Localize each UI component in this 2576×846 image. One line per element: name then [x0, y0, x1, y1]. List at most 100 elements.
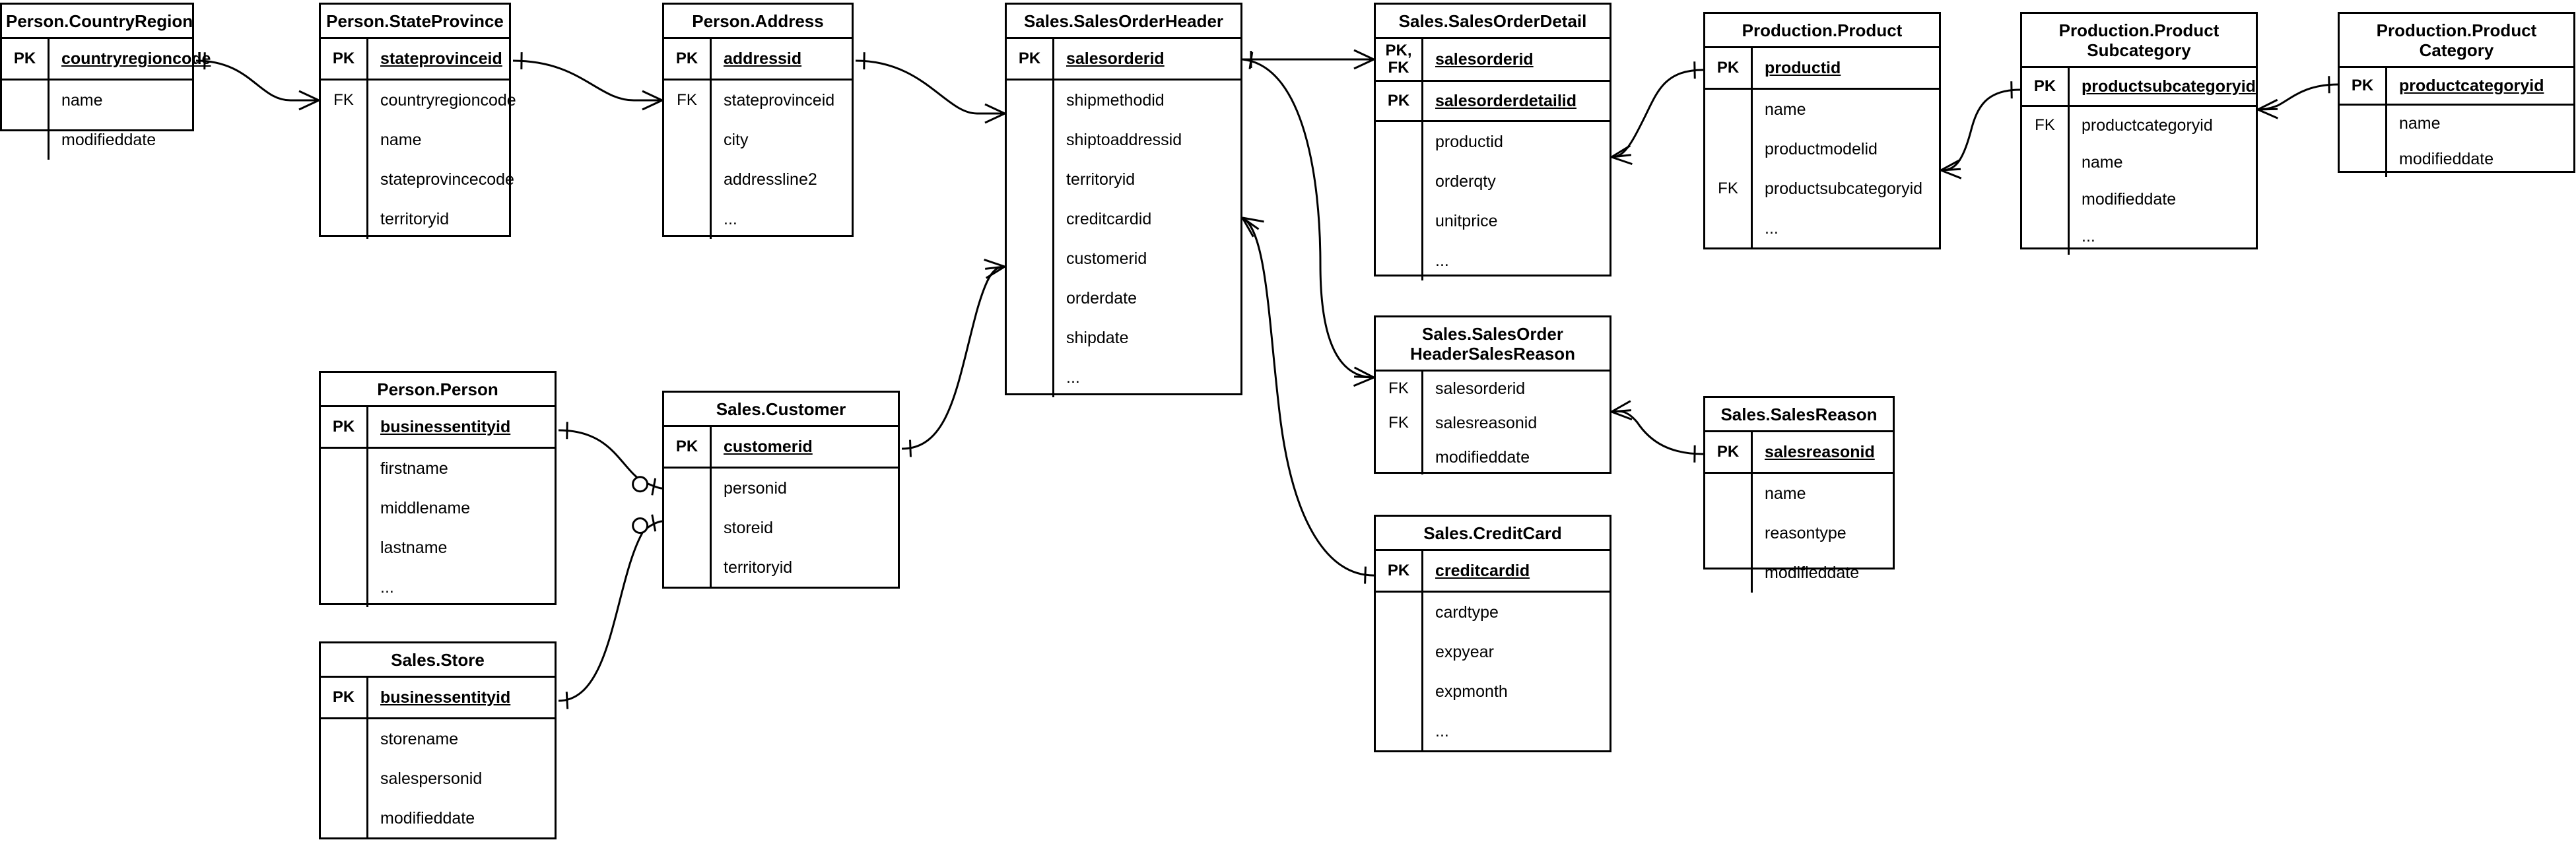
- attribute-key-badge: [1376, 122, 1423, 162]
- attribute-row[interactable]: creditcardid: [1007, 199, 1240, 239]
- attribute-key-badge: [1376, 672, 1423, 711]
- attribute-row[interactable]: modifieddate: [1376, 440, 1610, 474]
- attribute-row[interactable]: ...: [1376, 241, 1610, 280]
- entity-title: Sales.SalesOrder HeaderSalesReason: [1376, 317, 1610, 372]
- attribute-row[interactable]: unitprice: [1376, 201, 1610, 241]
- relationship-line: [558, 429, 663, 490]
- attribute-row[interactable]: territoryid: [1007, 160, 1240, 199]
- attribute-row[interactable]: ...: [1376, 711, 1610, 751]
- entity-title: Sales.SalesOrderHeader: [1007, 5, 1240, 39]
- attribute-row[interactable]: lastname: [321, 528, 555, 568]
- attribute-row[interactable]: modifieddate: [321, 798, 555, 838]
- attribute-row[interactable]: shiptoaddressid: [1007, 120, 1240, 160]
- relationship-rel-stateprovince-address: [512, 52, 663, 111]
- relationship-line: [558, 520, 663, 702]
- attribute-row[interactable]: territoryid: [664, 548, 898, 587]
- attribute-row[interactable]: cardtype: [1376, 593, 1610, 632]
- attribute-row[interactable]: orderdate: [1007, 278, 1240, 318]
- attribute-row[interactable]: shipmethodid: [1007, 81, 1240, 120]
- attribute-row[interactable]: storeid: [664, 508, 898, 548]
- relationship-line: [855, 59, 1005, 115]
- attribute-row[interactable]: productid: [1376, 122, 1610, 162]
- attribute-key-badge: [1376, 241, 1423, 280]
- attribute-row[interactable]: reasontype: [1705, 513, 1893, 553]
- attribute-key-badge: [1007, 239, 1054, 278]
- attribute-row[interactable]: shipdate: [1007, 318, 1240, 358]
- attribute-row[interactable]: salespersonid: [321, 759, 555, 798]
- attribute-row[interactable]: ...: [1705, 209, 1939, 248]
- attribute-row[interactable]: ...: [664, 199, 852, 239]
- attribute-row[interactable]: firstname: [321, 449, 555, 488]
- attribute-row[interactable]: personid: [664, 469, 898, 508]
- attribute-row[interactable]: customerid: [1007, 239, 1240, 278]
- attribute-row[interactable]: stateprovincecode: [321, 160, 514, 199]
- attribute-row[interactable]: territoryid: [321, 199, 509, 239]
- attribute-row[interactable]: expmonth: [1376, 672, 1610, 711]
- attribute-row[interactable]: name: [1705, 90, 1939, 129]
- attribute-row[interactable]: modifieddate: [2340, 141, 2573, 177]
- attribute-key-badge: [1007, 358, 1054, 397]
- attribute-name: ...: [1765, 219, 1779, 238]
- attribute-row[interactable]: addressline2: [664, 160, 852, 199]
- attribute-row[interactable]: storename: [321, 719, 555, 759]
- attribute-name: businessentityid: [380, 418, 511, 436]
- attribute-row[interactable]: name: [321, 120, 509, 160]
- attribute-row[interactable]: city: [664, 120, 852, 160]
- attribute-row[interactable]: modifieddate: [1705, 553, 1893, 593]
- attribute-row[interactable]: productmodelid: [1705, 129, 1939, 169]
- attribute-name: addressid: [724, 49, 802, 68]
- attribute-row[interactable]: expyear: [1376, 632, 1610, 672]
- entity-title: Sales.CreditCard: [1376, 517, 1610, 551]
- attribute-row[interactable]: name: [2340, 106, 2573, 141]
- attribute-name: modifieddate: [1435, 448, 1530, 467]
- attribute-row[interactable]: ...: [1007, 358, 1240, 397]
- attribute-row[interactable]: modifieddate: [2, 120, 192, 160]
- attribute-name: ...: [724, 210, 737, 228]
- attribute-row[interactable]: ...: [321, 568, 555, 607]
- attribute-row[interactable]: middlename: [321, 488, 555, 528]
- attribute-row[interactable]: name: [2, 81, 192, 120]
- attribute-row[interactable]: orderqty: [1376, 162, 1610, 201]
- attribute-key-badge: [1705, 90, 1753, 129]
- attribute-row[interactable]: name: [1705, 474, 1893, 513]
- attribute-row[interactable]: modifieddate: [2022, 181, 2256, 218]
- attribute-row[interactable]: ...: [2022, 218, 2256, 255]
- attribute-row[interactable]: name: [2022, 144, 2256, 181]
- entity-title: Production.Product: [1705, 14, 1939, 48]
- attribute-key-badge: [321, 528, 368, 568]
